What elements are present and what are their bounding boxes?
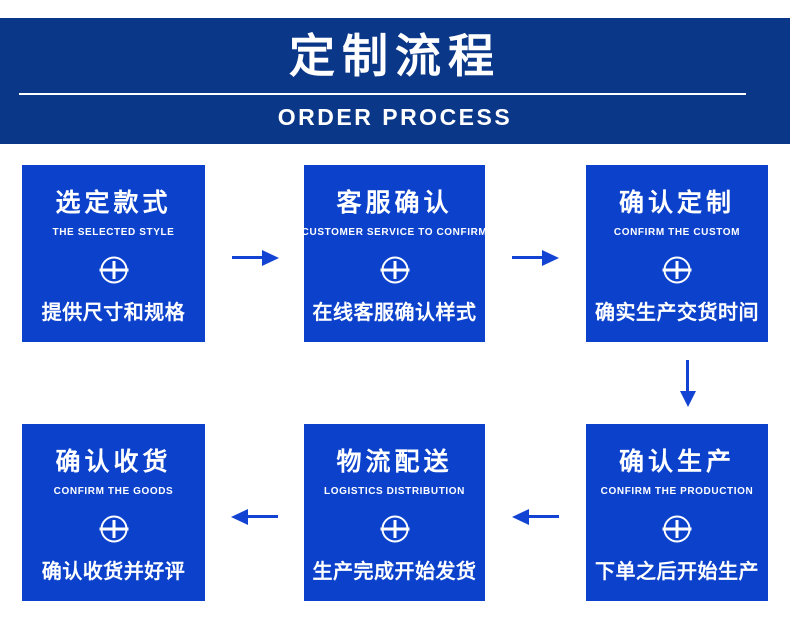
- step-card-selected-style: 选定款式 THE SELECTED STYLE 提供尺寸和规格: [22, 165, 205, 342]
- step-subtitle: CONFIRM THE GOODS: [53, 485, 174, 497]
- step-card-confirm-goods: 确认收货 CONFIRM THE GOODS 确认收货并好评: [22, 424, 205, 601]
- arrow-left-icon: [512, 508, 559, 525]
- step-description: 确实生产交货时间: [595, 301, 759, 324]
- arrow-left-icon: [231, 508, 278, 525]
- step-subtitle: CONFIRM THE CUSTOM: [613, 226, 741, 238]
- arrow-right-icon: [512, 249, 559, 266]
- plus-circle-icon: [378, 253, 412, 287]
- step-title: 物流配送: [336, 448, 453, 476]
- plus-circle-icon: [97, 512, 131, 546]
- step-title: 选定款式: [55, 189, 172, 217]
- step-description: 在线客服确认样式: [312, 301, 477, 324]
- arrow-down-icon: [679, 360, 696, 407]
- step-title: 确认定制: [618, 189, 735, 217]
- divider-line: [19, 93, 746, 95]
- page-title: 定制流程: [289, 30, 501, 82]
- plus-circle-icon: [378, 512, 412, 546]
- step-description: 确认收货并好评: [41, 560, 186, 583]
- step-title: 确认收货: [55, 448, 172, 476]
- header-banner: 定制流程 ORDER PROCESS: [0, 18, 790, 144]
- step-subtitle: CONFIRM THE PRODUCTION: [600, 485, 754, 497]
- step-description: 生产完成开始发货: [312, 560, 477, 583]
- step-subtitle: CUSTOMER SERVICE TO CONFIRM: [301, 226, 488, 238]
- step-title: 客服确认: [336, 189, 453, 217]
- plus-circle-icon: [660, 253, 694, 287]
- plus-circle-icon: [97, 253, 131, 287]
- step-description: 提供尺寸和规格: [41, 301, 186, 324]
- arrow-right-icon: [232, 249, 279, 266]
- step-card-customer-service: 客服确认 CUSTOMER SERVICE TO CONFIRM 在线客服确认样…: [301, 165, 488, 342]
- step-card-logistics: 物流配送 LOGISTICS DISTRIBUTION 生产完成开始发货: [304, 424, 485, 601]
- step-subtitle: THE SELECTED STYLE: [52, 226, 175, 238]
- step-title: 确认生产: [618, 448, 735, 476]
- step-card-confirm-production: 确认生产 CONFIRM THE PRODUCTION 下单之后开始生产: [586, 424, 768, 601]
- step-card-confirm-custom: 确认定制 CONFIRM THE CUSTOM 确实生产交货时间: [586, 165, 768, 342]
- step-subtitle: LOGISTICS DISTRIBUTION: [324, 485, 465, 497]
- step-description: 下单之后开始生产: [595, 560, 759, 583]
- plus-circle-icon: [660, 512, 694, 546]
- page-subtitle: ORDER PROCESS: [277, 104, 513, 130]
